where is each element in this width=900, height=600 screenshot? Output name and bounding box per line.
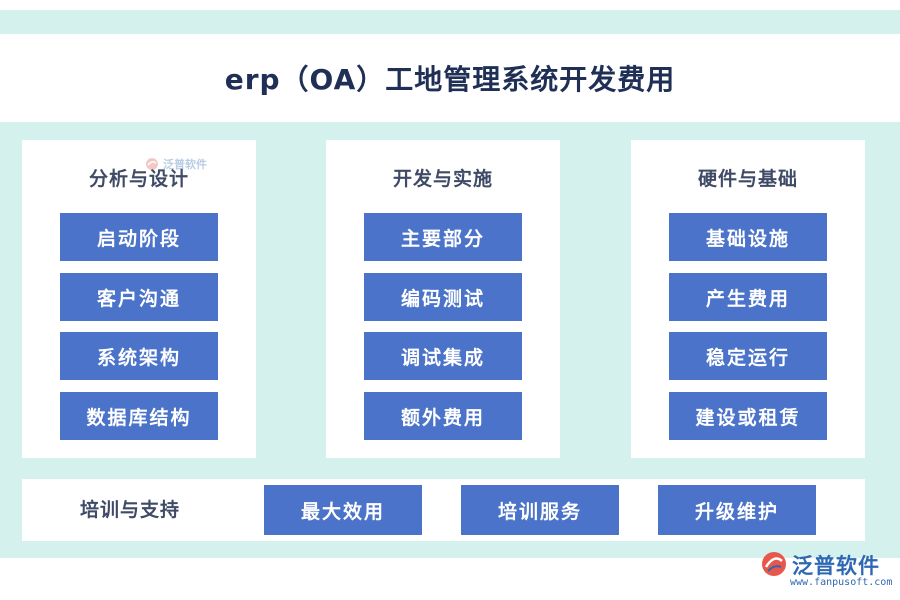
- item-box: 培训服务: [461, 485, 619, 535]
- column-dev-implementation: 开发与实施 主要部分 编码测试 调试集成 额外费用: [326, 140, 560, 458]
- item-box: 数据库结构: [60, 392, 218, 440]
- brand-logo: 泛普软件 www.fanpusoft.com: [760, 550, 893, 590]
- brand-logo-icon: [762, 552, 786, 576]
- column-analysis-design: 分析与设计 启动阶段 客户沟通 系统架构 数据库结构: [22, 140, 256, 458]
- item-box: 系统架构: [60, 332, 218, 380]
- brand-url: www.fanpusoft.com: [790, 577, 893, 588]
- item-box: 建设或租赁: [669, 392, 827, 440]
- watermark-text: 泛普软件: [163, 158, 207, 171]
- item-box: 升级维护: [658, 485, 816, 535]
- item-box: 主要部分: [364, 213, 522, 261]
- item-box: 调试集成: [364, 332, 522, 380]
- item-box: 最大效用: [264, 485, 422, 535]
- logo-icon: [146, 158, 158, 170]
- item-box: 客户沟通: [60, 273, 218, 321]
- watermark: 泛普软件: [145, 156, 207, 172]
- column-hardware-infra: 硬件与基础 基础设施 产生费用 稳定运行 建设或租赁: [631, 140, 865, 458]
- item-box: 产生费用: [669, 273, 827, 321]
- column-heading: 开发与实施: [392, 168, 493, 190]
- bottom-row-label: 培训与支持: [80, 499, 181, 521]
- bottom-row-training-support: 培训与支持 最大效用 培训服务 升级维护: [22, 479, 865, 541]
- column-heading: 分析与设计: [88, 168, 189, 190]
- brand-name: 泛普软件: [792, 554, 880, 578]
- top-band: [0, 10, 900, 34]
- diagram-title: erp（OA）工地管理系统开发费用: [224, 63, 676, 96]
- item-box: 额外费用: [364, 392, 522, 440]
- column-heading: 硬件与基础: [697, 168, 798, 190]
- item-box: 编码测试: [364, 273, 522, 321]
- title-area: erp（OA）工地管理系统开发费用: [0, 34, 900, 122]
- item-box: 启动阶段: [60, 213, 218, 261]
- item-box: 基础设施: [669, 213, 827, 261]
- item-box: 稳定运行: [669, 332, 827, 380]
